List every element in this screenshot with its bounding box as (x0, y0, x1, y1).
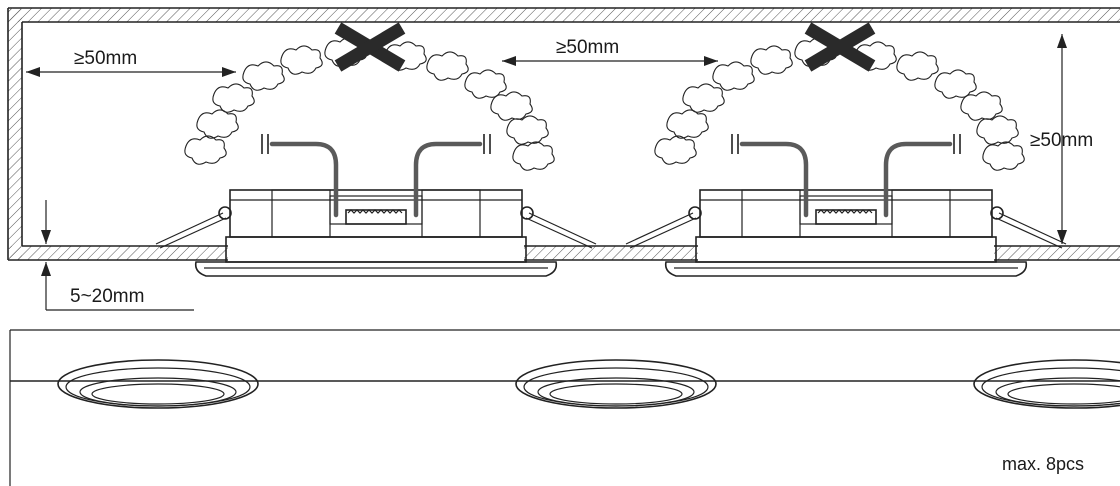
ceiling-thickness-label: 5~20mm (70, 286, 144, 307)
ceiling-light-2 (515, 359, 717, 409)
heat-zone-left (184, 37, 555, 171)
cross-icon (334, 22, 406, 72)
max-count-label: max. 8pcs (1002, 454, 1084, 474)
cross-icon (804, 22, 876, 72)
dimension-side-clearance: ≥50mm (26, 48, 236, 77)
dimension-top-clearance: ≥50mm (1030, 34, 1093, 244)
dimension-between-clearance: ≥50mm (502, 37, 718, 66)
side-clearance-label: ≥50mm (74, 48, 137, 69)
between-clearance-label: ≥50mm (556, 37, 619, 58)
top-clearance-label: ≥50mm (1030, 130, 1093, 151)
dimension-ceiling-thickness: 5~20mm (41, 200, 194, 311)
heat-zone-right (654, 37, 1025, 171)
ceiling-cavity (7, 7, 1120, 262)
ceiling-view-panel: max. 8pcs (9, 329, 1120, 486)
ceiling-light-3 (973, 359, 1120, 409)
ceiling-light-1 (57, 359, 259, 409)
